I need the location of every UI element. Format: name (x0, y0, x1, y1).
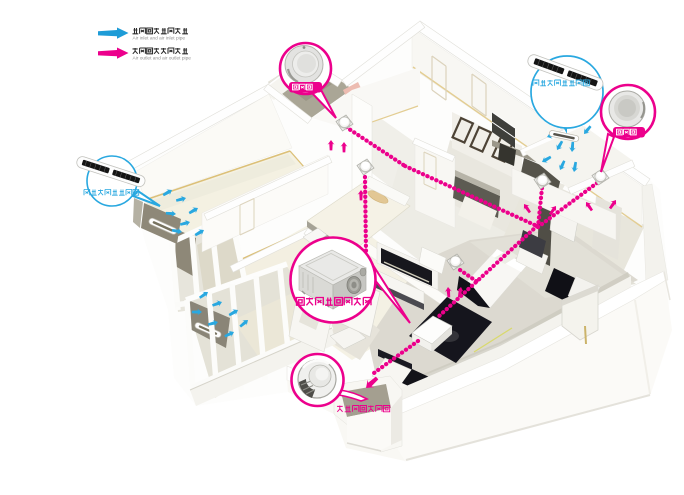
svg-text:Air outlet and air outlet pipe: Air outlet and air outlet pipe (133, 56, 192, 62)
svg-text:Air inlet and air inlet pipe: Air inlet and air inlet pipe (133, 36, 186, 42)
